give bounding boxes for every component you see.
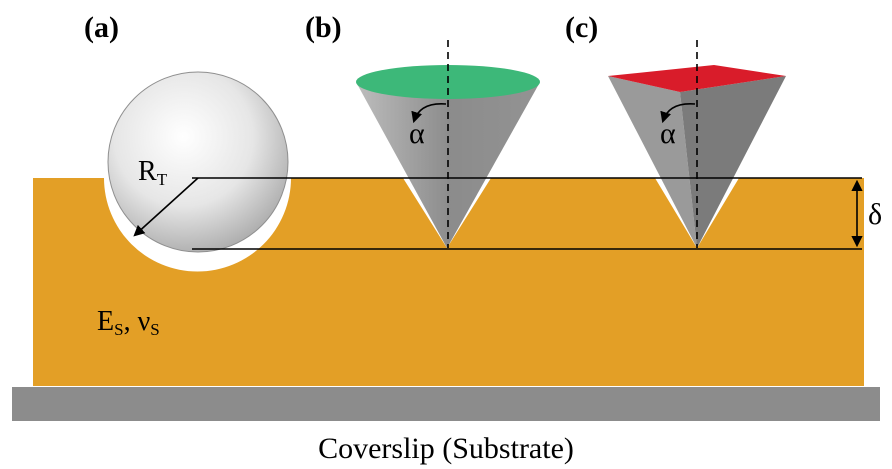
substrate-caption: Coverslip (Substrate) bbox=[318, 432, 574, 465]
half-angle-label-c: α bbox=[660, 117, 676, 150]
spherical-indenter bbox=[107, 71, 289, 253]
angle-arc-b bbox=[411, 103, 447, 124]
half-angle-label-b: α bbox=[409, 117, 425, 150]
radius-arrow bbox=[133, 177, 199, 237]
angle-arc-c bbox=[660, 103, 696, 124]
sample-block bbox=[33, 178, 864, 386]
sample-properties-label: ES, νS bbox=[97, 306, 160, 339]
panel-label-b: (b) bbox=[305, 11, 342, 44]
panel-label-a: (a) bbox=[84, 11, 119, 44]
indentation-depth-label: δ bbox=[868, 198, 882, 231]
pyramidal-indenter bbox=[608, 65, 786, 248]
substrate-coverslip bbox=[12, 387, 880, 421]
panel-label-c: (c) bbox=[565, 11, 598, 44]
tip-radius-label: RT bbox=[138, 156, 168, 189]
